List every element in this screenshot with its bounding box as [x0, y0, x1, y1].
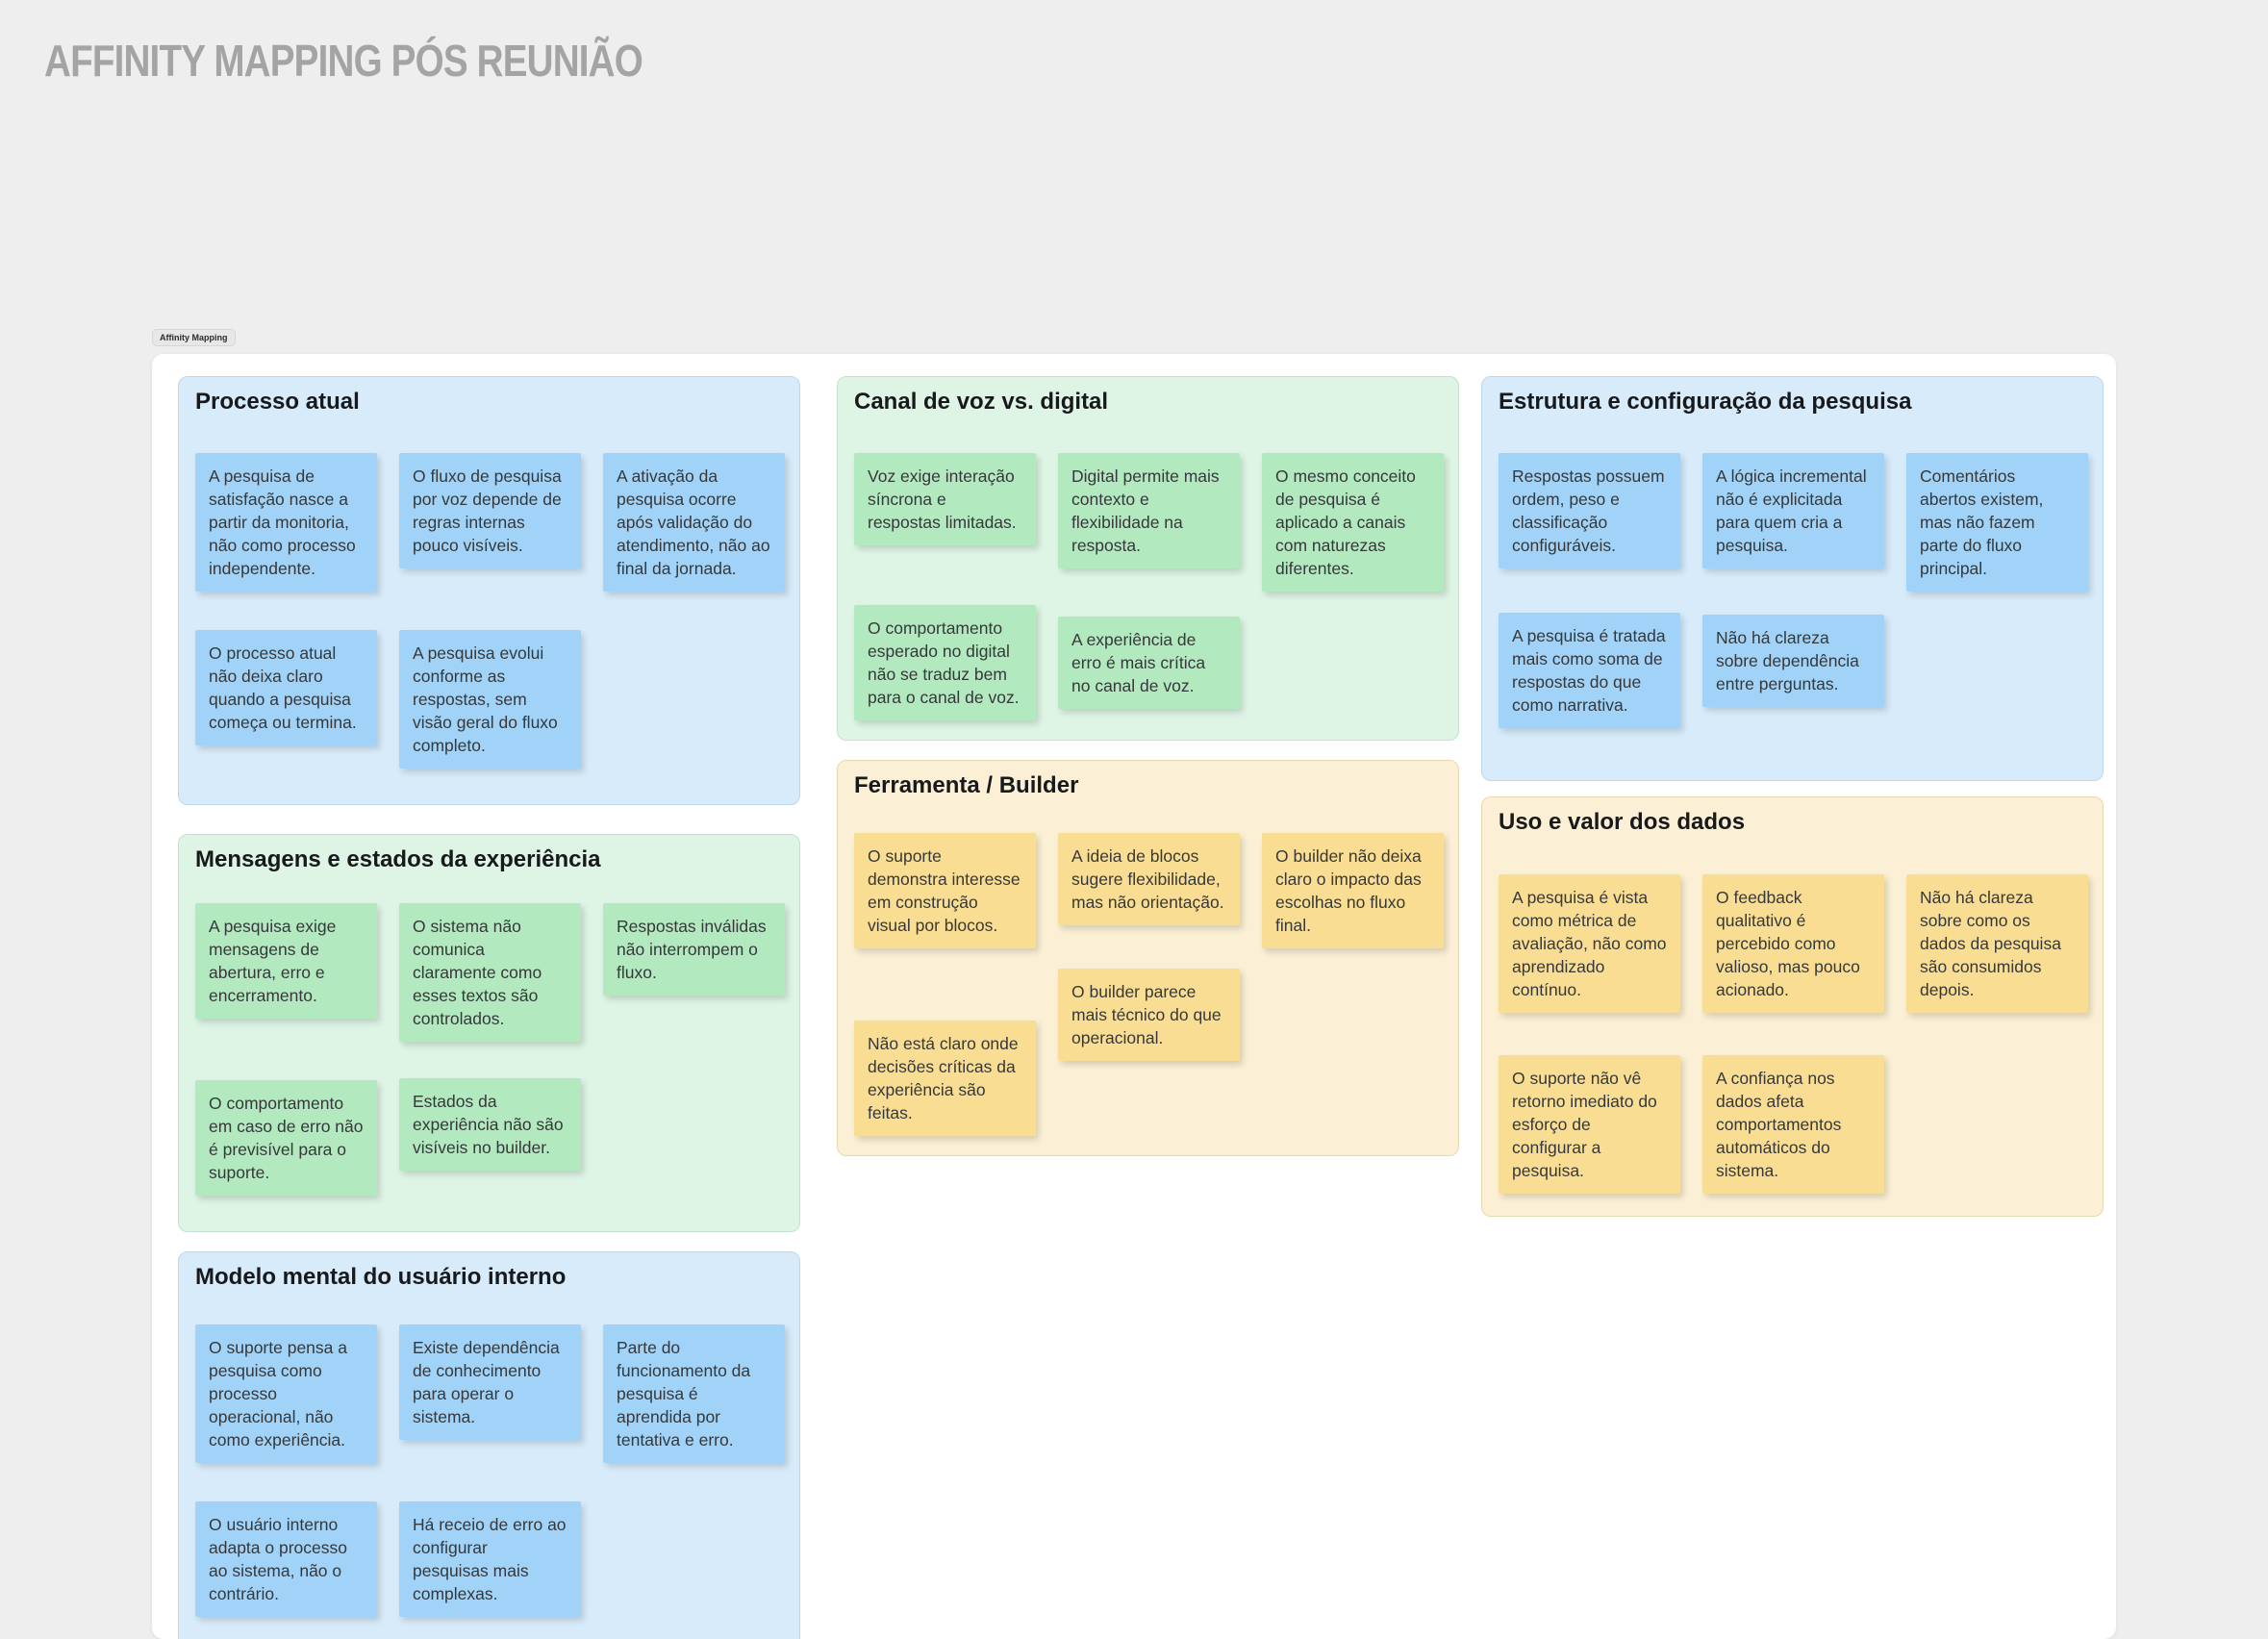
sticky-note[interactable]: A pesquisa exige mensagens de abertura, …	[195, 903, 377, 1019]
sticky-note[interactable]: A pesquisa de satisfação nasce a partir …	[195, 453, 377, 592]
group-processo-atual[interactable]: Processo atual A pesquisa de satisfação n…	[178, 376, 800, 805]
group-title: Processo atual	[195, 389, 360, 415]
group-uso-e-valor-dos-dados[interactable]: Uso e valor dos dados A pesquisa é vista …	[1481, 796, 2104, 1217]
group-modelo-mental-do-usuario-interno[interactable]: Modelo mental do usuário interno O suport…	[178, 1251, 800, 1639]
sticky-note[interactable]: Respostas inválidas não interrompem o fl…	[603, 903, 785, 996]
sticky-note[interactable]: O fluxo de pesquisa por voz depende de r…	[399, 453, 581, 568]
sticky-note[interactable]: Existe dependência de conhecimento para …	[399, 1324, 581, 1440]
group-title: Estrutura e configuração da pesquisa	[1499, 389, 1912, 415]
sticky-note[interactable]: Voz exige interação síncrona e respostas…	[854, 453, 1036, 545]
group-ferramenta-builder[interactable]: Ferramenta / Builder O suporte demonstra …	[837, 760, 1459, 1156]
group-title: Uso e valor dos dados	[1499, 809, 1746, 835]
sticky-note[interactable]: Não há clareza sobre dependência entre p…	[1702, 615, 1884, 707]
sticky-note[interactable]: O comportamento em caso de erro não é pr…	[195, 1080, 377, 1196]
sticky-note[interactable]: O usuário interno adapta o processo ao s…	[195, 1501, 377, 1617]
group-title: Canal de voz vs. digital	[854, 389, 1109, 415]
board[interactable]: Processo atual A pesquisa de satisfação n…	[152, 354, 2116, 1639]
group-title: Ferramenta / Builder	[854, 772, 1079, 798]
sticky-note[interactable]: O suporte não vê retorno imediato do esf…	[1499, 1055, 1680, 1194]
group-title: Modelo mental do usuário interno	[195, 1264, 567, 1290]
group-title: Mensagens e estados da experiência	[195, 846, 601, 872]
sticky-note[interactable]: Respostas possuem ordem, peso e classifi…	[1499, 453, 1680, 568]
sticky-note[interactable]: O comportamento esperado no digital não …	[854, 605, 1036, 720]
sticky-note[interactable]: Não está claro onde decisões críticas da…	[854, 1021, 1036, 1136]
sticky-note[interactable]: O mesmo conceito de pesquisa é aplicado …	[1262, 453, 1444, 592]
sticky-note[interactable]: Digital permite mais contexto e flexibil…	[1058, 453, 1240, 568]
sticky-note[interactable]: Não há clareza sobre como os dados da pe…	[1906, 874, 2088, 1013]
sticky-note[interactable]: Estados da experiência não são visíveis …	[399, 1078, 581, 1171]
sticky-note[interactable]: O builder não deixa claro o impacto das …	[1262, 833, 1444, 948]
sticky-note[interactable]: Parte do funcionamento da pesquisa é apr…	[603, 1324, 785, 1463]
group-mensagens-e-estados-da-experiencia[interactable]: Mensagens e estados da experiência A pesq…	[178, 834, 800, 1232]
board-tag[interactable]: Affinity Mapping	[152, 329, 236, 346]
sticky-note[interactable]: A ativação da pesquisa ocorre após valid…	[603, 453, 785, 592]
sticky-note[interactable]: A confiança nos dados afeta comportament…	[1702, 1055, 1884, 1194]
sticky-note[interactable]: A pesquisa é tratada mais como soma de r…	[1499, 613, 1680, 728]
sticky-note[interactable]: O sistema não comunica claramente como e…	[399, 903, 581, 1042]
sticky-note[interactable]: Comentários abertos existem, mas não faz…	[1906, 453, 2088, 592]
sticky-note[interactable]: O builder parece mais técnico do que ope…	[1058, 969, 1240, 1061]
sticky-note[interactable]: A ideia de blocos sugere flexibilidade, …	[1058, 833, 1240, 925]
sticky-note[interactable]: Há receio de erro ao configurar pesquisa…	[399, 1501, 581, 1617]
sticky-note[interactable]: A lógica incremental não é explicitada p…	[1702, 453, 1884, 568]
sticky-note[interactable]: A pesquisa evolui conforme as respostas,…	[399, 630, 581, 769]
sticky-note[interactable]: O suporte demonstra interesse em constru…	[854, 833, 1036, 948]
sticky-note[interactable]: A experiência de erro é mais crítica no …	[1058, 617, 1240, 709]
page-title[interactable]: AFFINITY MAPPING PÓS REUNIÃO	[44, 36, 643, 86]
sticky-note[interactable]: O processo atual não deixa claro quando …	[195, 630, 377, 745]
sticky-note[interactable]: O feedback qualitativo é percebido como …	[1702, 874, 1884, 1013]
sticky-note[interactable]: A pesquisa é vista como métrica de avali…	[1499, 874, 1680, 1013]
sticky-note[interactable]: O suporte pensa a pesquisa como processo…	[195, 1324, 377, 1463]
